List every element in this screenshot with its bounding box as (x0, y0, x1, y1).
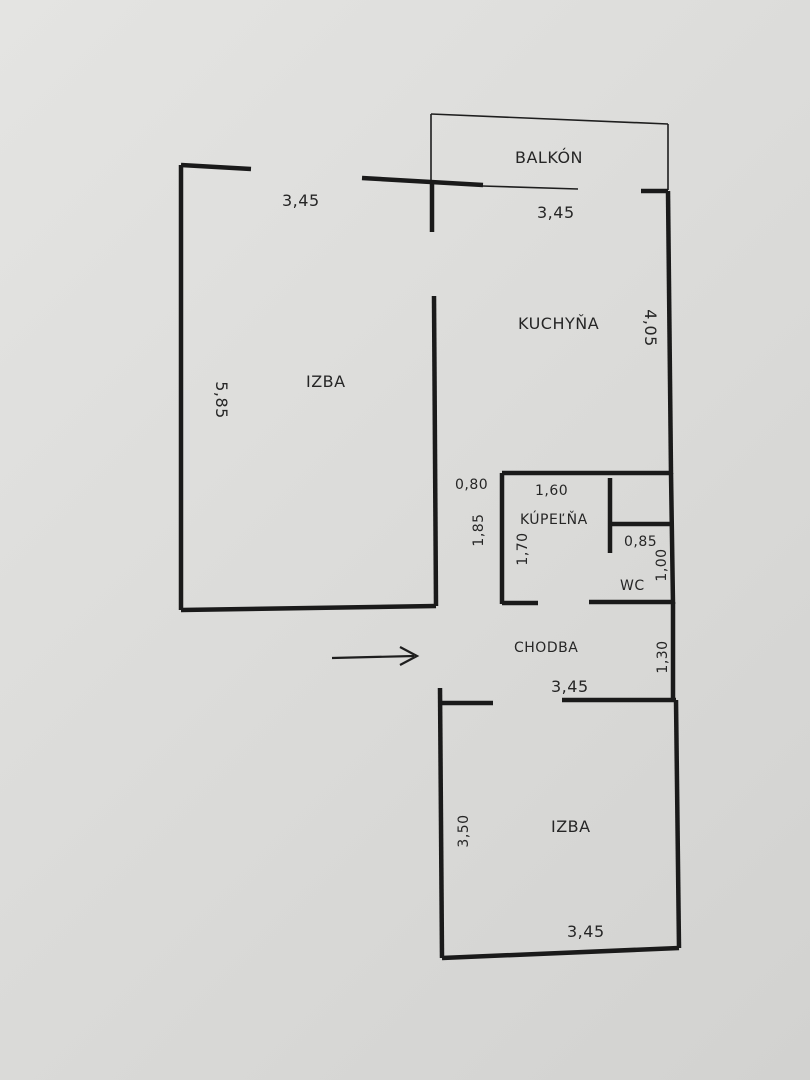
hallway-walls (440, 602, 676, 706)
dim-bathroom-height: 1,70 (515, 532, 531, 565)
dim-passage-height: 1,85 (471, 513, 487, 546)
dim-room-left-height: 5,85 (212, 381, 231, 419)
dim-room-bottom-width: 3,45 (567, 922, 605, 941)
bathroom-walls (499, 470, 676, 606)
dim-wc-width: 0,85 (624, 534, 657, 550)
kitchen-walls (641, 188, 674, 475)
kitchen-label: KUCHYŇA (518, 314, 599, 333)
balcony-label: BALKÓN (515, 148, 583, 167)
wc-label: WC (620, 578, 645, 594)
entrance-arrow-icon (331, 646, 420, 666)
dim-room-bottom-height: 3,50 (456, 814, 472, 847)
dim-wc-height: 1,00 (654, 548, 670, 581)
bathroom-label: KÚPEĽŇA (520, 510, 588, 528)
dim-kitchen-height: 4,05 (641, 309, 660, 347)
balcony-outline (430, 113, 669, 190)
dim-passage-width: 0,80 (455, 477, 488, 493)
room-left-label: IZBA (306, 372, 346, 391)
dim-hallway-height: 1,30 (655, 640, 671, 673)
dim-bathroom-width: 1,60 (535, 483, 568, 499)
dim-hallway-width: 3,45 (551, 677, 589, 696)
hallway-label: CHODBA (514, 640, 578, 656)
bottom-room-walls (437, 687, 682, 961)
left-room-walls (178, 162, 484, 613)
room-bottom-label: IZBA (551, 817, 591, 836)
dim-room-left-width: 3,45 (282, 191, 320, 210)
dim-kitchen-width: 3,45 (537, 203, 575, 222)
